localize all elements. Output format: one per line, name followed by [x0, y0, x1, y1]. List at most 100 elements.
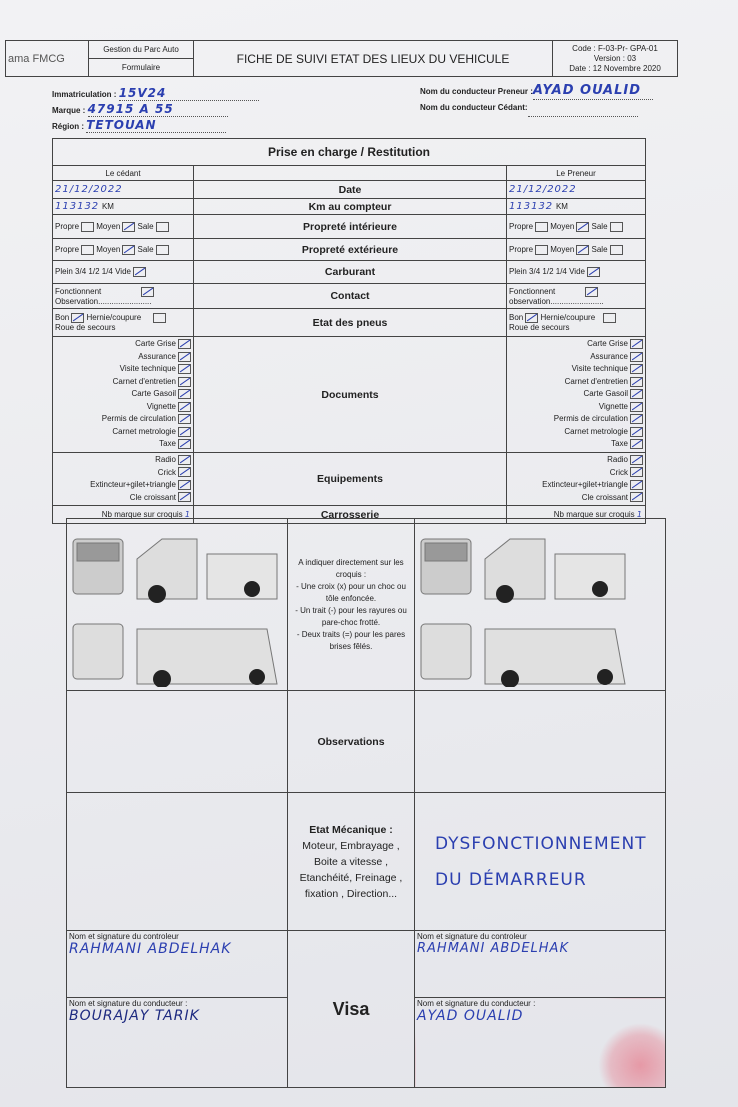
list-item: Extincteur+gilet+triangle — [55, 479, 191, 492]
item-label: Carte Grise — [587, 339, 628, 349]
mecanique-preneur[interactable]: DYSFONCTIONNEMENT DU DÉMARREUR — [414, 792, 666, 931]
checkbox[interactable] — [535, 244, 549, 255]
region-label: Région : — [52, 122, 84, 131]
cedant-label: Nom du conducteur Cédant: — [420, 103, 528, 112]
checkbox-checked[interactable] — [525, 313, 539, 323]
checkbox[interactable] — [603, 313, 617, 323]
mecanique-note: DYSFONCTIONNEMENT — [435, 833, 647, 854]
checkbox-checked[interactable] — [630, 479, 643, 490]
mecanique-note: DU DÉMARREUR — [435, 869, 587, 890]
list-item: Visite technique — [509, 363, 643, 376]
prop-ext-label: Propreté extérieure — [193, 238, 507, 261]
checkbox[interactable] — [155, 244, 169, 255]
checkbox[interactable] — [535, 221, 549, 232]
checkbox-checked[interactable] — [630, 339, 643, 350]
list-item: Taxe — [55, 438, 191, 451]
item-label: Extincteur+gilet+triangle — [90, 480, 176, 489]
item-label: Taxe — [611, 439, 628, 449]
checkbox-checked[interactable] — [132, 267, 146, 277]
nb-marque-label: Nb marque sur croquis — [101, 510, 183, 519]
hernie-label: Hernie/coupure — [86, 313, 142, 323]
vehicle-sketch-cedant[interactable] — [66, 518, 288, 691]
checkbox-checked[interactable] — [586, 267, 600, 277]
checkbox-checked[interactable] — [630, 467, 643, 478]
checkbox-checked[interactable] — [178, 414, 191, 425]
list-item: Crick — [509, 467, 643, 480]
km-preneur: 113132 — [509, 201, 554, 212]
conducteur-signature-right: AYAD OUALID — [417, 1008, 524, 1024]
checkbox[interactable] — [609, 221, 623, 232]
item-label: Carte Gasoil — [131, 389, 176, 399]
checkbox[interactable] — [153, 313, 167, 323]
checkbox-checked[interactable] — [585, 286, 599, 297]
checkbox-checked[interactable] — [178, 426, 191, 437]
checkbox[interactable] — [155, 221, 169, 232]
propre-label: Propre — [55, 244, 80, 254]
checkbox-checked[interactable] — [630, 454, 643, 465]
propre-label: Propre — [55, 221, 80, 231]
date-cedant: 21/12/2022 — [52, 180, 194, 199]
checkbox-checked[interactable] — [178, 389, 191, 400]
checkbox-checked[interactable] — [576, 244, 590, 255]
checkbox-checked[interactable] — [122, 221, 136, 232]
conducteur-signature-left: BOURAJAY TARIK — [69, 1008, 200, 1024]
km-cedant: 113132 — [55, 201, 100, 212]
visa-label: Visa — [287, 930, 415, 1088]
observations-preneur[interactable] — [414, 690, 666, 793]
item-label: Vignette — [598, 401, 628, 411]
checkbox-checked[interactable] — [178, 479, 191, 490]
checkbox-checked[interactable] — [630, 401, 643, 412]
nb-marque-cedant: 1 — [184, 510, 191, 519]
checkbox-checked[interactable] — [178, 376, 191, 387]
instruction: A indiquer directement sur les croquis : — [298, 557, 404, 579]
checkbox-checked[interactable] — [630, 351, 643, 362]
lower-table: A indiquer directement sur les croquis :… — [66, 518, 666, 1088]
checkbox-checked[interactable] — [178, 401, 191, 412]
vehicle-sketch-preneur[interactable] — [414, 518, 666, 691]
checkbox-checked[interactable] — [178, 454, 191, 465]
controleur-label: Nom et signature du controleur — [417, 932, 527, 941]
fuel-1-2: 1/2 — [88, 267, 100, 277]
list-item: Assurance — [509, 351, 643, 364]
fuel-cedant: Plein 3/4 1/2 1/4 Vide — [52, 260, 194, 284]
fuel-plein: Plein — [55, 267, 73, 277]
observations-cedant[interactable] — [66, 690, 288, 793]
checkbox-checked[interactable] — [630, 376, 643, 387]
checkbox-checked[interactable] — [122, 244, 136, 255]
sale-label: Sale — [591, 244, 608, 254]
checkbox[interactable] — [609, 244, 623, 255]
checkbox-checked[interactable] — [630, 389, 643, 400]
mecanique-cedant[interactable] — [66, 792, 288, 931]
checkbox-checked[interactable] — [178, 339, 191, 350]
checkbox-checked[interactable] — [630, 414, 643, 425]
checkbox[interactable] — [81, 221, 95, 232]
checkbox-checked[interactable] — [178, 439, 191, 450]
checkbox-checked[interactable] — [630, 439, 643, 450]
moyen-label: Moyen — [550, 244, 575, 254]
checkbox[interactable] — [81, 244, 95, 255]
preneur-name: AYAD OUALID — [532, 83, 653, 100]
list-item: Extincteur+gilet+triangle — [509, 479, 643, 492]
list-item: Permis de circulation — [509, 413, 643, 426]
sale-label: Sale — [137, 244, 154, 254]
croquis-instructions: A indiquer directement sur les croquis :… — [287, 518, 415, 691]
checkbox-checked[interactable] — [71, 313, 85, 323]
checkbox-checked[interactable] — [178, 492, 191, 503]
fuel-plein: Plein — [509, 267, 527, 277]
list-item: Assurance — [55, 351, 191, 364]
checkbox-checked[interactable] — [178, 364, 191, 375]
checkbox-checked[interactable] — [576, 221, 590, 232]
checkbox-checked[interactable] — [630, 492, 643, 503]
checkbox-checked[interactable] — [630, 426, 643, 437]
checkbox-checked[interactable] — [178, 467, 191, 478]
fuel-3-4: 3/4 — [529, 267, 541, 277]
item-label: Crick — [157, 467, 176, 477]
checkbox-checked[interactable] — [141, 286, 155, 297]
checkbox-checked[interactable] — [630, 364, 643, 375]
roue-label: Roue de secours — [55, 323, 116, 332]
table-title: Prise en charge / Restitution — [52, 138, 646, 166]
item-label: Visite technique — [119, 364, 176, 374]
fuel-1-2: 1/2 — [542, 267, 554, 277]
checkbox-checked[interactable] — [178, 351, 191, 362]
